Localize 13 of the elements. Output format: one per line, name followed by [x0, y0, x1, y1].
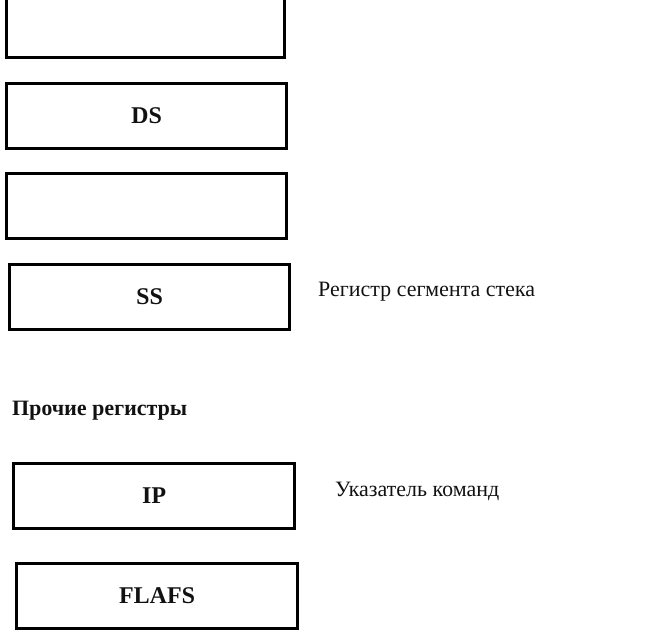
register-box — [12, 462, 296, 530]
register-name: FLAFS — [118, 582, 195, 610]
register-name: SS — [136, 284, 163, 310]
register-description: Регистр сегмента стека — [318, 276, 536, 302]
register-name: DS — [131, 102, 162, 130]
register-box — [5, 82, 288, 150]
empty-register-box — [5, 0, 286, 59]
empty-register-box — [5, 172, 288, 240]
register-name: IP — [142, 482, 166, 510]
section-heading: Прочие регистры — [12, 395, 188, 421]
register-description: Указатель команд — [335, 476, 500, 502]
register-box — [15, 562, 299, 630]
register-box — [8, 263, 291, 331]
